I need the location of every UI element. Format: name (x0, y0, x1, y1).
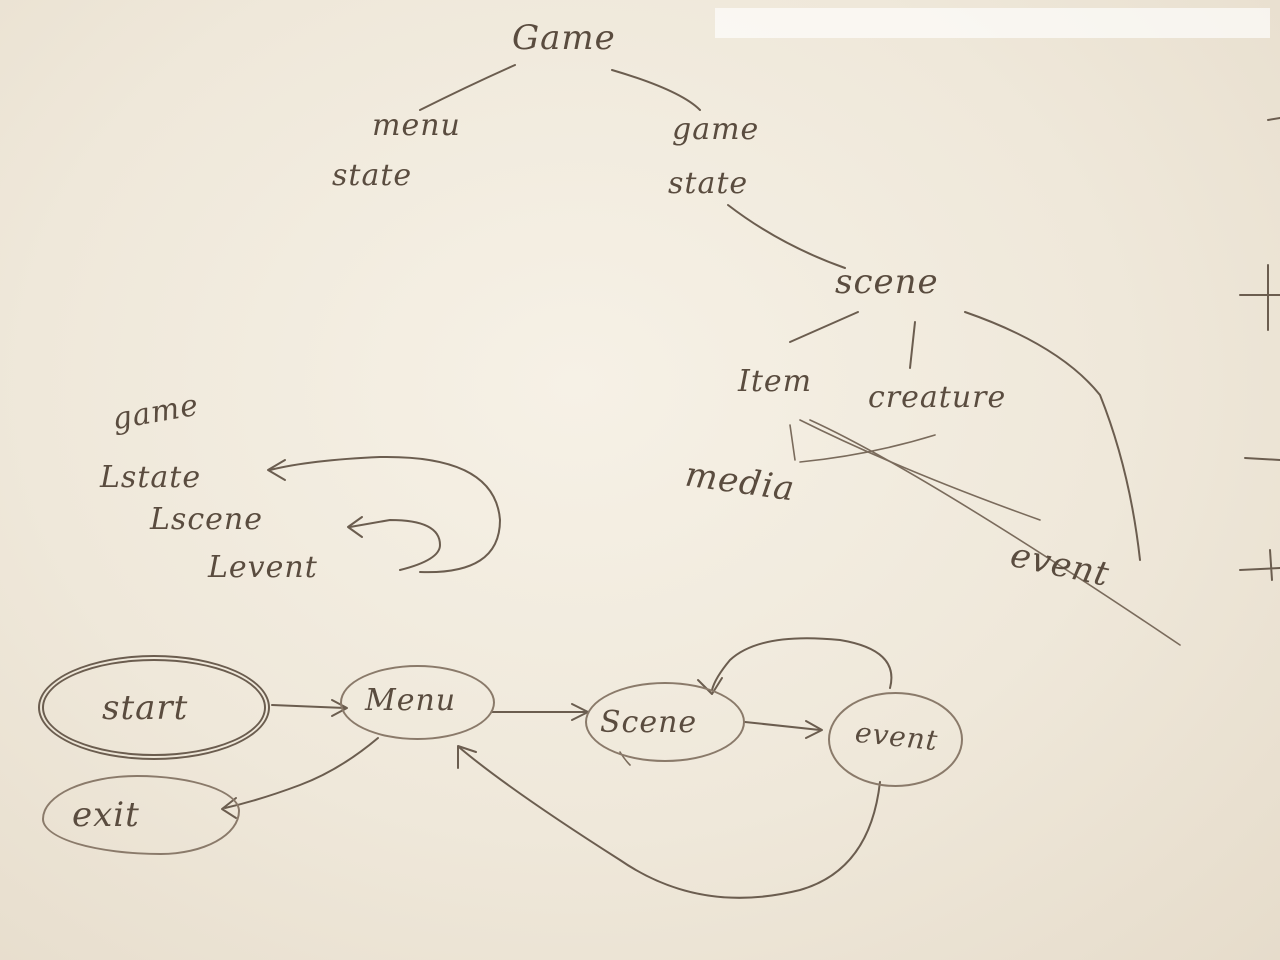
light-reflection (715, 8, 1270, 38)
tree-creature-label: creature (868, 380, 1007, 415)
arrow-event-loop-scene (711, 637, 893, 691)
tree-item-label: Item (738, 364, 813, 399)
exit-node (42, 775, 240, 855)
hierarchy-event-label: Levent (208, 550, 318, 585)
arrow-start-menu (271, 704, 346, 709)
edge-item-event-2 (809, 419, 1181, 646)
edge-game-menu (419, 64, 516, 111)
event-node (828, 692, 963, 787)
edge-item-event (799, 419, 1041, 521)
tree-menu-state-label: state (332, 158, 413, 193)
start-node (38, 655, 270, 760)
arrow-menu-exit (224, 737, 379, 809)
edge-scene-item (789, 311, 859, 343)
arrow-scene-event (744, 721, 821, 731)
arrow-head-menu-return (457, 745, 477, 769)
edge-scene-event (964, 311, 1141, 561)
menu-node (340, 665, 495, 740)
arrow-event-to-scene (349, 519, 441, 571)
edge-mark-3 (1244, 457, 1280, 461)
edge-mark-4 (1239, 549, 1280, 581)
tree-root-label: Game (512, 18, 616, 58)
edge-scene-creature (909, 321, 916, 369)
tree-game-state-label: state (668, 166, 749, 201)
arrow-event-to-menu (459, 747, 881, 899)
start-label: start (102, 688, 189, 728)
exit-label: exit (72, 795, 140, 835)
hierarchy-scene-label: Lscene (150, 502, 263, 537)
scene-label: Scene (600, 705, 698, 740)
menu-label: Menu (365, 683, 457, 718)
edge-mark-2 (1239, 264, 1280, 331)
edge-game-gamestate (611, 69, 701, 111)
tree-game-label: game (672, 112, 760, 147)
hierarchy-state-label: Lstate (100, 460, 202, 495)
edge-creature-media (799, 434, 936, 463)
arrow-head-event (805, 720, 823, 739)
tree-scene-label: scene (835, 262, 939, 302)
scene-node (585, 682, 745, 762)
arrow-event-to-state (269, 455, 501, 574)
edge-gamestate-scene (727, 204, 846, 269)
arrow-head-scene (347, 516, 363, 538)
edge-item-media (789, 424, 796, 461)
arrow-head-state (267, 459, 286, 481)
tree-menu-label: menu (372, 108, 461, 143)
edge-mark-1 (1267, 117, 1280, 121)
